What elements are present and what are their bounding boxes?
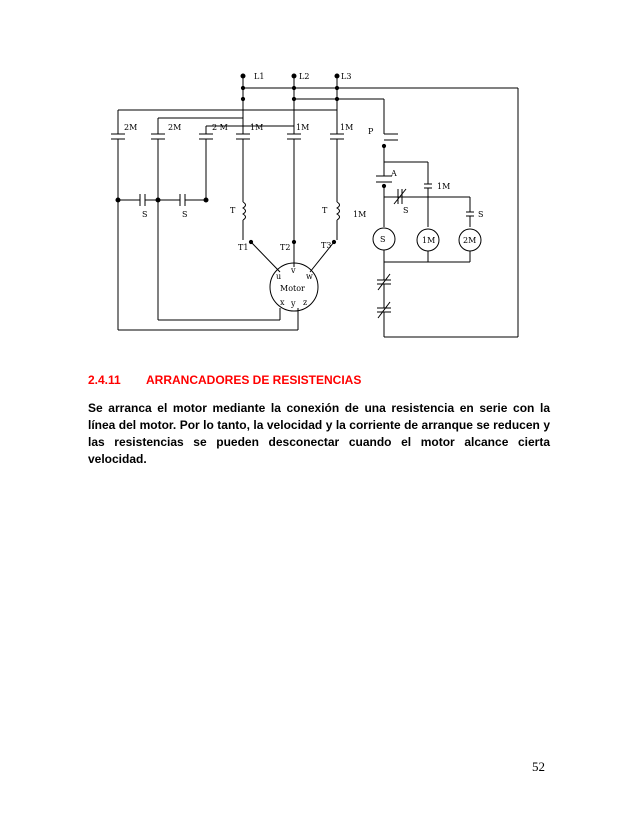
- label-t2: T2: [280, 243, 290, 252]
- label-contact-2m-b: 2M: [168, 123, 181, 132]
- label-l3: L3: [341, 72, 351, 81]
- motor: [269, 262, 319, 312]
- label-coil-2m: 2M: [463, 236, 476, 245]
- label-contact-1m-c: 1M: [340, 123, 353, 132]
- label-t-right: T: [322, 206, 328, 215]
- page-number: 52: [532, 759, 545, 774]
- label-contact-1m-b: 1M: [296, 123, 309, 132]
- line-feeds: [240, 73, 340, 132]
- label-v: v: [290, 266, 296, 275]
- label-t3: T3: [321, 241, 331, 250]
- wiring-diagram: L1 L2 L3 2M 2M 2 M 1M 1M 1M P A 1M 1M S …: [108, 62, 538, 362]
- distribution-bus: [117, 87, 519, 337]
- main-contacts: [111, 132, 344, 140]
- label-coil-1m: 1M: [422, 236, 435, 245]
- label-w: w: [306, 272, 313, 281]
- section-number: 2.4.11: [88, 373, 121, 387]
- label-contact-s-left: S: [142, 210, 147, 219]
- body-paragraph: Se arranca el motor mediante la conexión…: [88, 401, 550, 466]
- label-side-1m: 1M: [353, 210, 366, 219]
- label-aux-1m: 1M: [437, 182, 450, 191]
- resistor-branch: [115, 139, 299, 331]
- label-p: P: [368, 127, 374, 136]
- section-heading: 2.4.11 ARRANCADORES DE RESISTENCIAS: [88, 373, 361, 387]
- label-u: u: [276, 272, 281, 281]
- label-t1: T1: [238, 243, 248, 252]
- control-circuit: [372, 122, 518, 338]
- label-contact-s-right: S: [182, 210, 187, 219]
- label-x: x: [280, 298, 285, 307]
- label-y: y: [290, 299, 296, 308]
- label-l1: L1: [254, 72, 264, 81]
- label-t-left: T: [230, 206, 236, 215]
- label-contact-2m-a: 2M: [124, 123, 137, 132]
- wiring-diagram-svg: L1 L2 L3 2M 2M 2 M 1M 1M 1M P A 1M 1M S …: [111, 72, 519, 338]
- label-aux-2m-s: S: [478, 210, 483, 219]
- label-a: A: [390, 169, 397, 178]
- label-contact-2m-c: 2 M: [212, 123, 228, 132]
- label-z: z: [303, 298, 307, 307]
- label-aux-s: S: [403, 206, 408, 215]
- label-motor: Motor: [280, 284, 305, 293]
- label-l2: L2: [299, 72, 309, 81]
- label-contact-1m-a: 1M: [250, 123, 263, 132]
- section-title: ARRANCADORES DE RESISTENCIAS: [146, 373, 362, 387]
- motor-leads: [242, 139, 340, 273]
- label-coil-s: S: [380, 235, 385, 244]
